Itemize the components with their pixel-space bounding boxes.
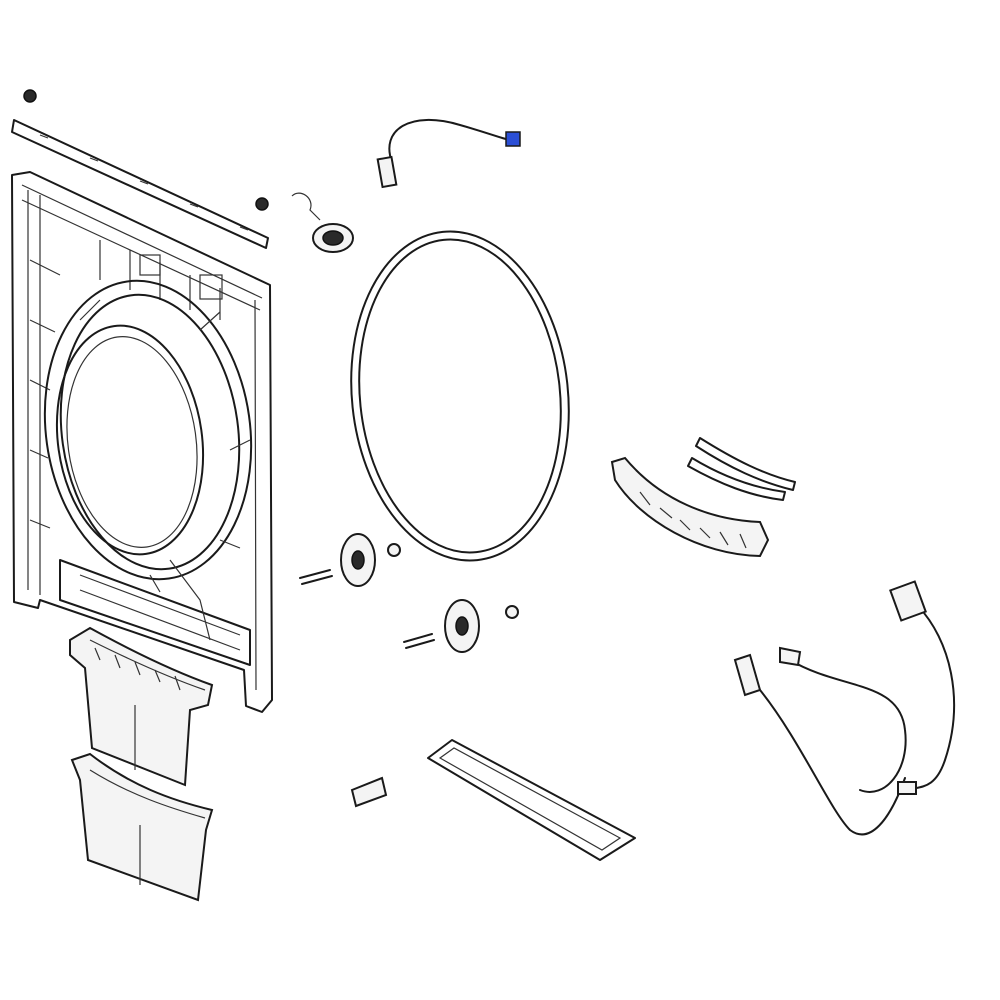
- drum-glide-lower: [403, 599, 519, 653]
- front-panel-frame: [11, 171, 273, 713]
- drum-glide-upper: [299, 533, 401, 587]
- wire-harness-sensor: [376, 118, 521, 189]
- lint-filter-lower: [70, 752, 214, 902]
- seal-strip-upper: [695, 437, 796, 491]
- small-pad: [350, 776, 388, 808]
- lint-filter-upper: [69, 626, 214, 787]
- seal-strip-lower: [687, 457, 786, 501]
- fastener-cap-right: [255, 197, 269, 211]
- door-gasket-ring: [350, 230, 570, 562]
- wire-harness-lower: [733, 580, 955, 836]
- lint-duct-cover: [610, 456, 770, 558]
- top-trim-strip: [11, 119, 269, 249]
- fastener-cap-left: [23, 89, 37, 103]
- duct-gasket: [427, 739, 636, 861]
- door-switch: [291, 192, 354, 253]
